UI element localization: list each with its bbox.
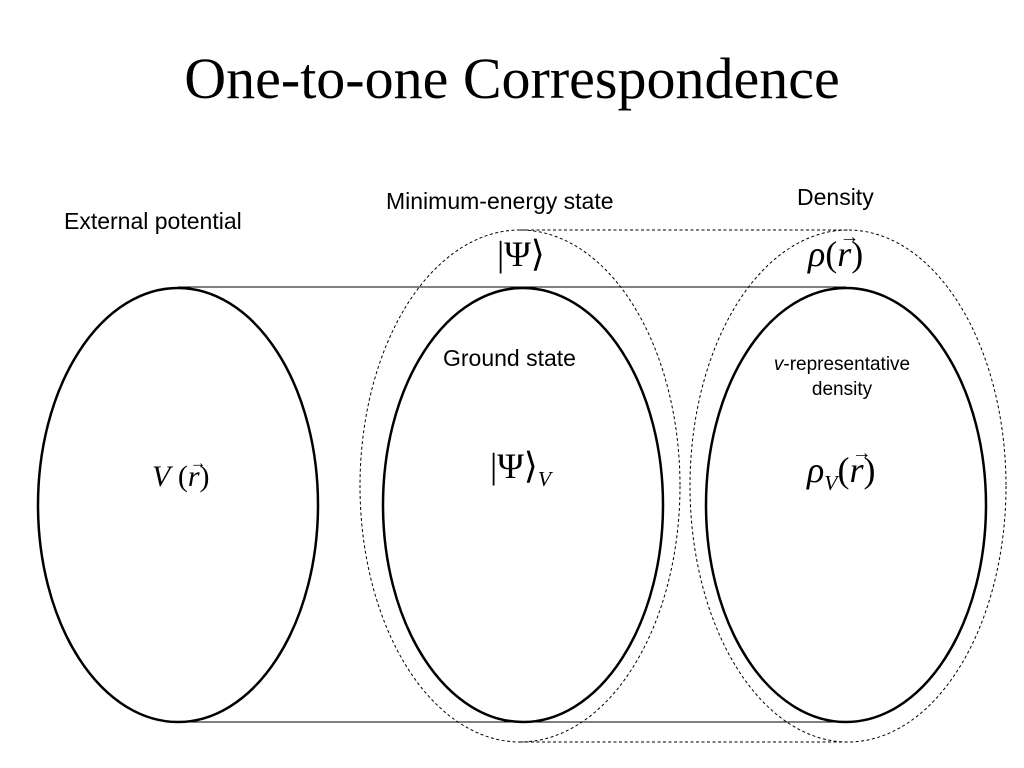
slide-title: One-to-one Correspondence: [184, 46, 840, 111]
r-vector: r: [837, 228, 859, 272]
density-label: Density: [797, 184, 874, 210]
rho-v-of-r: ρV(r): [807, 444, 876, 496]
ket-right-angle: ⟩: [523, 446, 538, 486]
ground-state-set: [381, 286, 665, 724]
ket-left-bar: |: [497, 234, 505, 274]
density-text: density: [811, 378, 873, 400]
external-potential-set: [36, 286, 320, 724]
potential-function: V (r): [152, 455, 210, 493]
rho-symbol: ρ: [808, 234, 826, 274]
potential-symbol: V: [152, 460, 171, 493]
v-prefix: v: [773, 354, 784, 375]
external-potential-label: External potential: [64, 208, 242, 234]
rho-of-r-top: ρ(r): [808, 228, 863, 274]
v-representative-density-label: v-representative density: [752, 353, 932, 402]
minimum-energy-state-label: Minimum-energy state: [386, 188, 614, 214]
psi-ket-v: |Ψ⟩V: [490, 448, 551, 491]
ket-right-angle: ⟩: [530, 234, 545, 274]
ground-state-label: Ground state: [443, 345, 576, 371]
density-set-outline: [689, 229, 1007, 743]
v-representative-density-set: [704, 286, 988, 724]
psi-symbol: Ψ: [504, 234, 531, 274]
rho-subscript: V: [824, 471, 838, 496]
rho-symbol: ρ: [807, 450, 825, 490]
r-vector: r: [849, 444, 871, 488]
psi-symbol: Ψ: [497, 446, 524, 486]
ket-left-bar: |: [490, 446, 498, 486]
psi-ket-top: |Ψ⟩: [497, 236, 545, 272]
r-vector: r: [188, 455, 206, 492]
v-representative-text: -representative: [783, 354, 911, 375]
psi-subscript: V: [537, 467, 552, 492]
